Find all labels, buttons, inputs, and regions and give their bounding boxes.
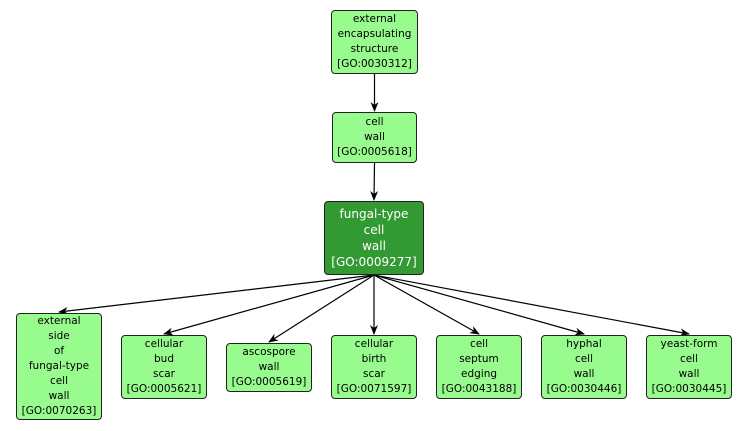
node-cell-septum-edging[interactable]: cell septum edging [GO:0043188]	[436, 335, 522, 399]
node-external-encapsulating-structure[interactable]: external encapsulating structure [GO:003…	[331, 10, 418, 74]
node-cellular-birth-scar[interactable]: cellular birth scar [GO:0071597]	[331, 335, 417, 399]
node-yeast-form-cell-wall[interactable]: yeast-form cell wall [GO:0030445]	[646, 335, 732, 399]
edge-GO:0005618-to-GO:0009277	[370, 162, 379, 201]
node-fungal-type-cell-wall[interactable]: fungal-type cell wall [GO:0009277]	[324, 201, 424, 275]
edge-GO:0009277-to-GO:0005619	[268, 274, 375, 343]
edge-GO:0009277-to-GO:0005621	[163, 274, 375, 336]
node-ascospore-wall[interactable]: ascospore wall [GO:0005619]	[226, 343, 312, 392]
node-hyphal-cell-wall[interactable]: hyphal cell wall [GO:0030446]	[541, 335, 627, 399]
edge-GO:0009277-to-GO:0030446	[373, 274, 585, 336]
node-external-side-of-fungal-type-cell-wall[interactable]: external side of fungal-type cell wall […	[16, 313, 102, 420]
edge-GO:0009277-to-GO:0030445	[373, 274, 690, 337]
node-cell-wall[interactable]: cell wall [GO:0005618]	[332, 112, 417, 163]
edge-GO:0009277-to-GO:0043188	[373, 274, 480, 335]
edge-GO:0009277-to-GO:0070263	[58, 274, 375, 315]
node-cellular-bud-scar[interactable]: cellular bud scar [GO:0005621]	[121, 335, 207, 399]
